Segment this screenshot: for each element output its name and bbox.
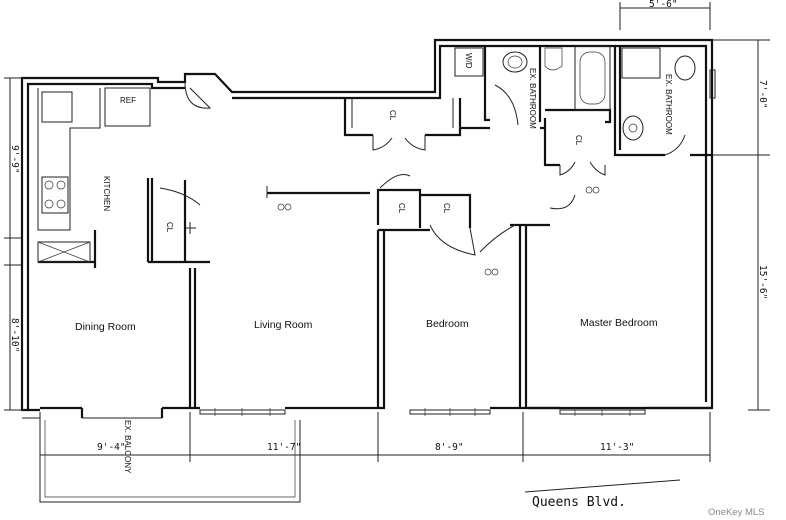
dimension-right-upper: 7'-0": [757, 80, 768, 109]
dimension-bottom-dining: 9'-4": [97, 442, 126, 453]
washer-dryer-icon: [454, 47, 484, 77]
closet-label-bed2: CL: [442, 203, 451, 214]
exterior-walls: [20, 38, 714, 419]
kitchen-label: KITCHEN: [102, 176, 111, 211]
bathroom-right-label: EX. BATHROOM: [664, 74, 673, 135]
closet-label-bath: CL: [574, 135, 583, 146]
dimension-left-lower: 8'-10": [9, 318, 20, 352]
washer-dryer-label: W/D: [464, 53, 473, 69]
dimension-top: 5'-6": [649, 0, 678, 10]
dimension-lines: [4, 2, 770, 462]
interior-walls: [38, 46, 712, 408]
doors: [159, 81, 686, 256]
refrigerator-icon: [104, 87, 151, 127]
dining-room-label: Dining Room: [75, 321, 136, 333]
stove-icon: [41, 176, 69, 214]
toilet-icon-right: [674, 55, 696, 81]
dimension-bottom-master: 11'-3": [600, 442, 634, 453]
sink-icon: [41, 91, 73, 123]
sink-icon-right: [622, 115, 644, 141]
dishwasher-icon: [37, 241, 91, 263]
dimension-bottom-living: 11'-7": [267, 442, 301, 453]
watermark: OneKey MLS: [708, 507, 765, 518]
refrigerator-label: REF: [120, 96, 136, 105]
windows: [199, 69, 716, 416]
living-room-label: Living Room: [254, 319, 313, 331]
dimension-left-upper: 9'-9": [9, 145, 20, 174]
bedroom-label: Bedroom: [426, 318, 469, 330]
balcony: [39, 417, 301, 503]
vanity-icon: [621, 47, 661, 79]
bathroom-left-label: EX. BATHROOM: [528, 68, 537, 129]
master-bedroom-label: Master Bedroom: [580, 317, 658, 329]
bath-fixtures: [454, 45, 696, 141]
kitchen-fixtures: [37, 87, 151, 263]
dimension-bottom-bedroom: 8'-9": [435, 442, 464, 453]
dimension-right-lower: 15'-6": [757, 265, 768, 299]
closet-label-bed1: CL: [397, 203, 406, 214]
closet-label-kitchen: CL: [165, 222, 174, 233]
outlet-symbols: [277, 186, 600, 276]
balcony-label: EX. BALCONY: [123, 420, 132, 474]
street-name: Queens Blvd.: [532, 495, 626, 510]
bathtub-icon: [574, 45, 611, 111]
toilet-icon: [502, 51, 528, 73]
closet-label-hall: CL: [388, 110, 397, 121]
